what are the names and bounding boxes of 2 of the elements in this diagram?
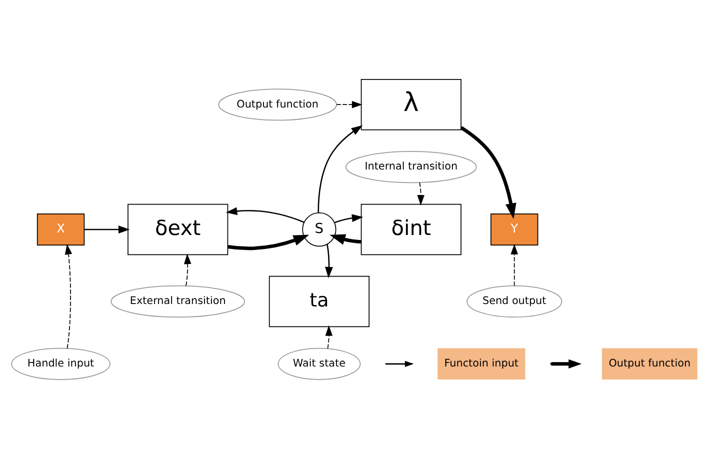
legend-label: Functoin input [444,358,519,370]
legend-label: Output function [608,358,691,370]
